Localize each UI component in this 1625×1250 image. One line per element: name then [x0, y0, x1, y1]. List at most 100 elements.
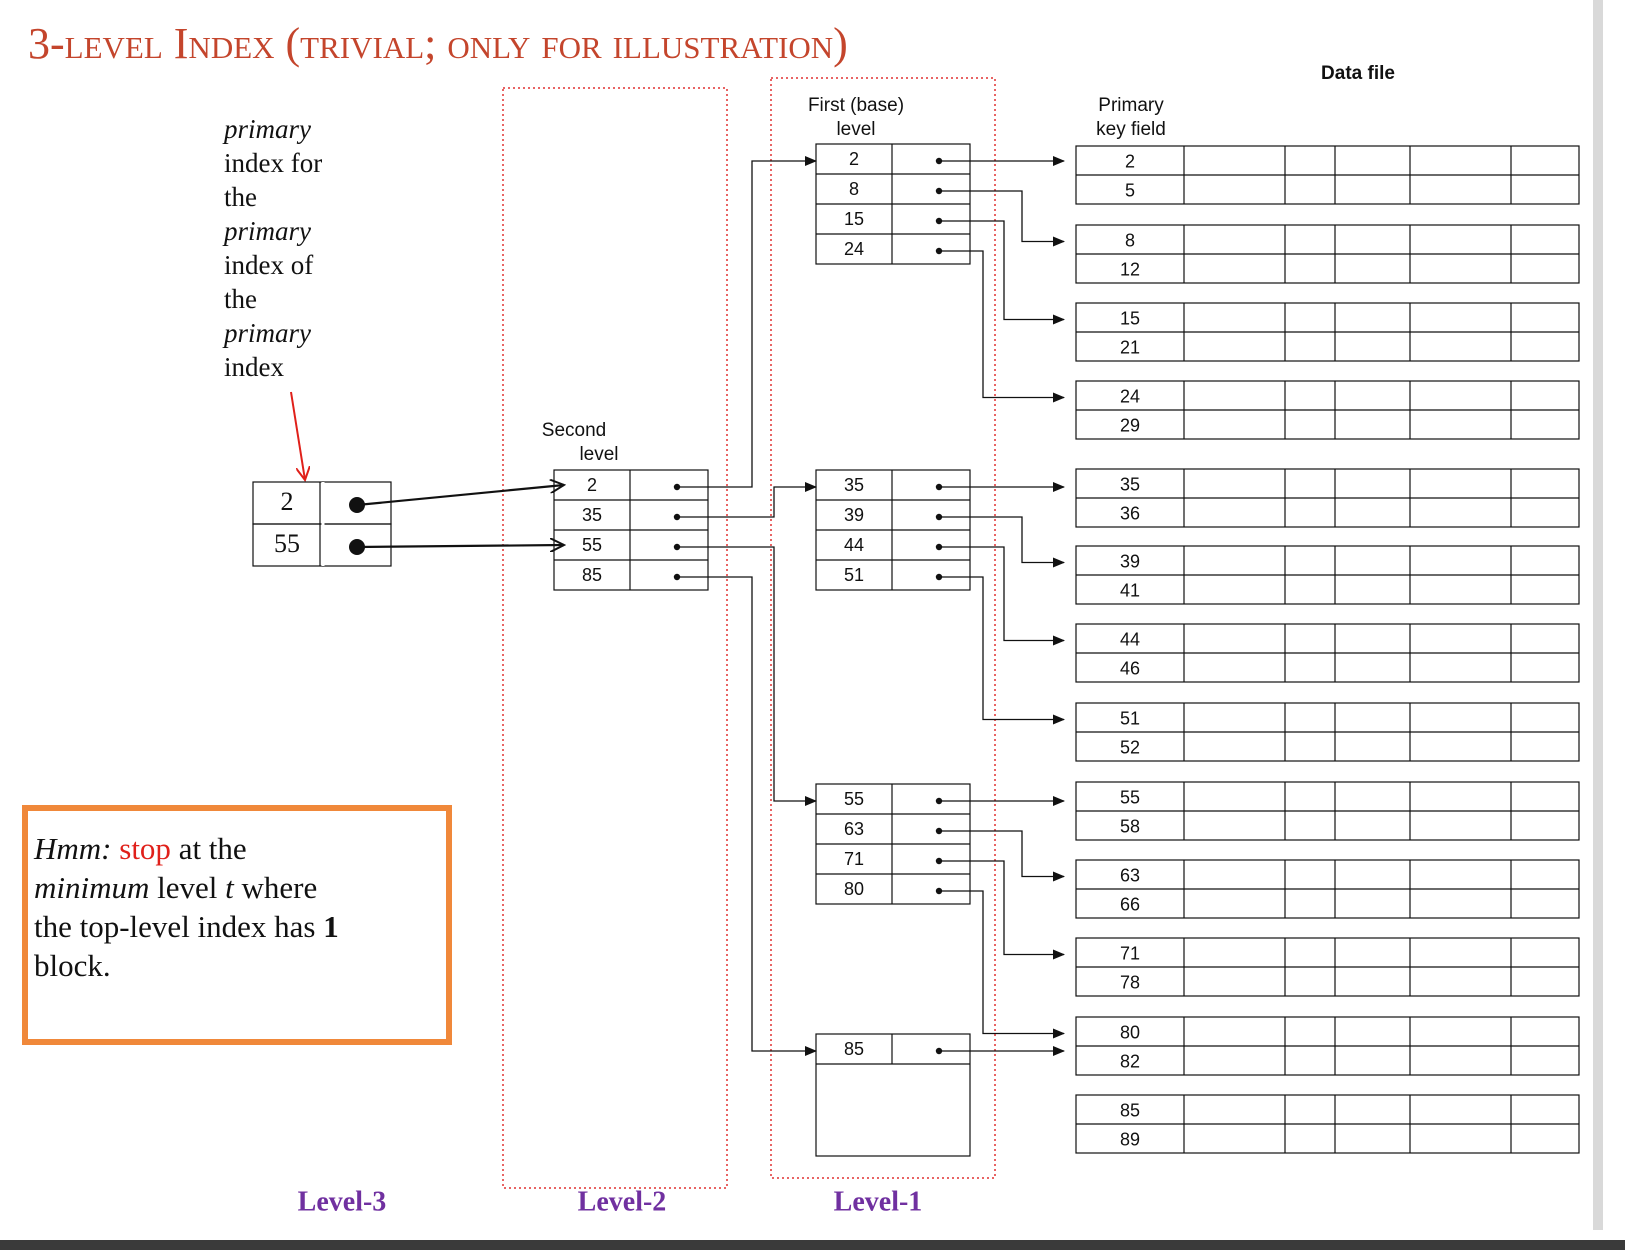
level1-pointer-dot [935, 827, 943, 835]
note-where: where [233, 870, 318, 905]
annotation-text: primary index for the primary index of t… [224, 112, 424, 384]
level1-to-data-arrow [939, 890, 1065, 1039]
level3-key: 55 [274, 529, 300, 558]
data-key: 46 [1120, 658, 1140, 678]
level1-pointer-dot [935, 247, 943, 255]
annotation-arrow [290, 391, 305, 480]
annotation-line: primary [224, 216, 311, 246]
level2-to-level1-arrow [677, 156, 817, 488]
data-key: 2 [1125, 151, 1135, 171]
data-key: 58 [1120, 816, 1140, 836]
level1-key: 71 [844, 849, 864, 869]
note-stop: stop [119, 831, 171, 866]
level1-pointer-dot [935, 887, 943, 895]
level1-key: 44 [844, 535, 864, 555]
level1-pointer-dot [935, 573, 943, 581]
note-block: block. [34, 948, 111, 983]
primary-key-label: key field [1096, 119, 1166, 140]
level-label: Level-1 [834, 1186, 923, 1217]
second-level-label: level [579, 444, 618, 465]
level-label: Level-2 [578, 1186, 667, 1217]
annotation-line: the [224, 182, 257, 212]
level1-pointer-dot [935, 1047, 943, 1055]
data-key: 15 [1120, 308, 1140, 328]
data-key: 35 [1120, 474, 1140, 494]
level1-pointer-dot [935, 513, 943, 521]
level1-to-data-arrow [939, 546, 1065, 646]
data-key: 36 [1120, 503, 1140, 523]
note-level: level [149, 870, 226, 905]
level1-to-data-arrow [939, 830, 1065, 882]
level1-pointer-dot [935, 187, 943, 195]
level3-pointer-dot [349, 497, 365, 513]
level1-block [815, 1033, 971, 1157]
bottom-bar [0, 1240, 1625, 1250]
level2-pointer-dot [673, 543, 681, 551]
page-title: 3-level Index (trivial; only for illustr… [28, 19, 848, 68]
level1-key: 24 [844, 239, 864, 259]
level2-pointer-dot [673, 573, 681, 581]
level1-pointer-dot [935, 857, 943, 865]
first-level-label: First (base) [808, 95, 904, 116]
data-key: 12 [1120, 259, 1140, 279]
data-key: 52 [1120, 737, 1140, 757]
level1-key: 35 [844, 475, 864, 495]
scrollbar[interactable] [1593, 0, 1603, 1230]
data-key: 85 [1120, 1100, 1140, 1120]
data-key: 24 [1120, 386, 1140, 406]
note-hmm: Hmm: [34, 831, 112, 866]
level2-to-level1-arrow [677, 482, 817, 518]
level1-key: 63 [844, 819, 864, 839]
level1-to-data-arrow [939, 250, 1065, 403]
data-key: 80 [1120, 1022, 1140, 1042]
data-key: 55 [1120, 787, 1140, 807]
level2-key: 35 [582, 505, 602, 525]
level1-pointer-dot [935, 157, 943, 165]
level1-to-data-arrow [939, 220, 1065, 325]
level-2-box [502, 87, 728, 1189]
level2-pointer-dot [673, 513, 681, 521]
level2-to-level1-arrow [677, 576, 817, 1056]
data-key: 71 [1120, 943, 1140, 963]
level1-key: 15 [844, 209, 864, 229]
data-key: 5 [1125, 180, 1135, 200]
level1-to-data-arrow [939, 860, 1065, 960]
primary-key-label: Primary [1098, 95, 1164, 116]
level2-pointer-dot [673, 483, 681, 491]
level1-to-data-arrow [939, 190, 1065, 247]
level1-pointer-dot [935, 217, 943, 225]
data-file-label: Data file [1321, 63, 1395, 84]
level3-to-level2-arrow [356, 485, 564, 507]
data-key: 8 [1125, 230, 1135, 250]
first-level-label: level [836, 119, 875, 140]
data-key: 89 [1120, 1129, 1140, 1149]
level2-key: 85 [582, 565, 602, 585]
level1-to-data-arrow [939, 576, 1065, 725]
data-key: 41 [1120, 580, 1140, 600]
level1-pointer-dot [935, 483, 943, 491]
data-key: 51 [1120, 708, 1140, 728]
level2-key: 2 [587, 475, 597, 495]
note-at-the: at the [170, 831, 247, 866]
note-minimum: minimum [34, 870, 150, 905]
annotation-line: index [224, 352, 284, 382]
level1-key: 39 [844, 505, 864, 525]
level1-key: 85 [844, 1039, 864, 1059]
level1-to-data-arrow [939, 516, 1065, 568]
level2-to-level1-arrow [677, 546, 817, 806]
data-key: 66 [1120, 894, 1140, 914]
note-line3: the top-level index has [34, 909, 324, 944]
level1-key: 2 [849, 149, 859, 169]
data-key: 21 [1120, 337, 1140, 357]
data-key: 82 [1120, 1051, 1140, 1071]
annotation-line: primary [224, 318, 311, 348]
data-key: 78 [1120, 972, 1140, 992]
level2-key: 55 [582, 535, 602, 555]
level1-key: 55 [844, 789, 864, 809]
note-one: 1 [323, 909, 339, 944]
annotation-line: index of [224, 250, 314, 280]
level1-pointer-dot [935, 797, 943, 805]
note-box: Hmm: stop at the minimum level t where t… [22, 805, 452, 1045]
annotation-line: the [224, 284, 257, 314]
